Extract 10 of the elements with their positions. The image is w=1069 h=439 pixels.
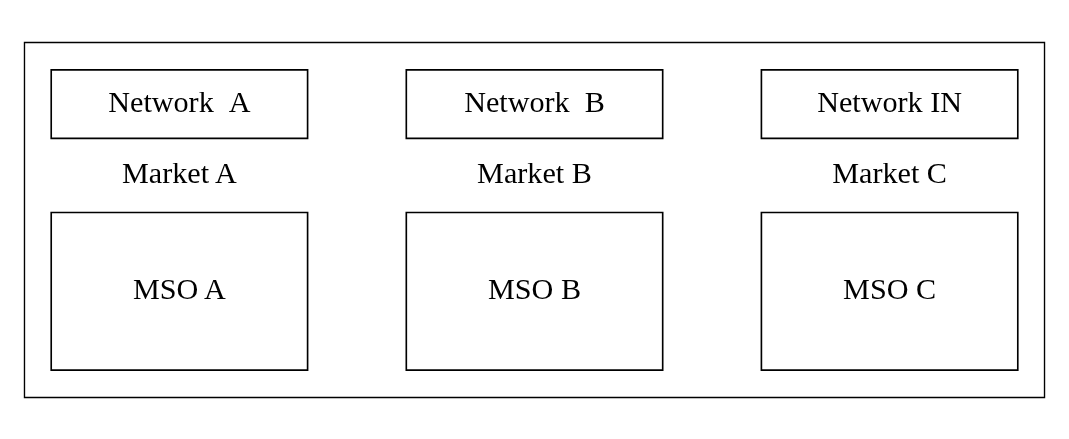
- node-box: MSO A: [50, 211, 309, 371]
- node-box: MSO C: [760, 211, 1019, 371]
- node-label: Market B: [477, 155, 592, 190]
- node-label: Market C: [832, 155, 947, 190]
- cluster: [23, 41, 1046, 398]
- node-box: Network A: [50, 68, 309, 139]
- node-box: MSO B: [405, 211, 664, 371]
- node-box: Network B: [405, 68, 664, 139]
- node-label: Market A: [122, 155, 237, 190]
- node-box: Network IN: [760, 68, 1019, 139]
